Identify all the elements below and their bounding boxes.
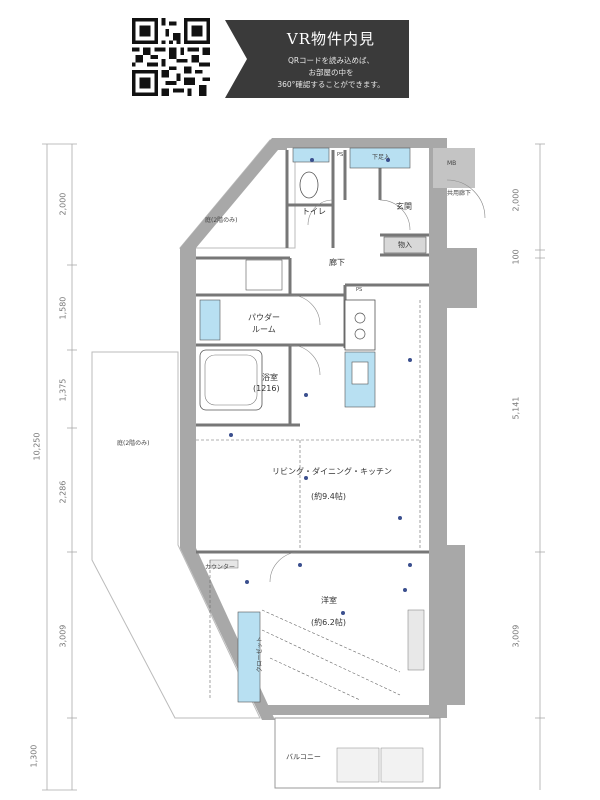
room-counter: カウンター bbox=[205, 564, 236, 571]
dim-right-1: 2,000 bbox=[511, 188, 521, 212]
vr-line-2: お部屋の中を bbox=[308, 68, 354, 77]
room-bath-1: 浴室 bbox=[262, 373, 278, 382]
balcony-outline bbox=[274, 717, 441, 789]
vr-banner[interactable]: VR物件内見 QRコードを読み込めば、 お部屋の中を 360°確認することができ… bbox=[225, 20, 409, 98]
dimension-lines bbox=[42, 143, 545, 791]
room-western-2: (約6.2帖) bbox=[311, 618, 346, 627]
vr-line-3: 360°確認することができます。 bbox=[277, 80, 385, 89]
room-powder-1: パウダー bbox=[248, 313, 280, 322]
room-closet: クローゼット bbox=[256, 636, 264, 673]
vr-banner-background bbox=[225, 20, 409, 98]
qr-code-icon bbox=[132, 18, 210, 96]
dim-right-2: 100 bbox=[511, 249, 521, 265]
room-shared-hall: 共用廊下 bbox=[447, 190, 472, 197]
door-swings bbox=[269, 179, 486, 583]
dim-left-4: 2,286 bbox=[58, 480, 68, 504]
dim-right-4: 3,009 bbox=[511, 624, 521, 648]
fixtures bbox=[199, 147, 427, 703]
dim-left-total: 10,250 bbox=[32, 432, 42, 461]
dim-right-3: 5,141 bbox=[511, 396, 521, 420]
vr-title: VR物件内見 bbox=[286, 30, 376, 48]
room-storage: 物入 bbox=[398, 241, 412, 249]
electrical-outlets bbox=[229, 158, 412, 615]
dashed-lines bbox=[196, 300, 421, 701]
room-ldk-2: (約9.4帖) bbox=[311, 492, 346, 501]
room-garden-top: 庭(2階のみ) bbox=[205, 217, 238, 224]
label-ps-2: PS bbox=[356, 287, 363, 293]
room-ldk-1: リビング・ダイニング・キッチン bbox=[272, 467, 392, 476]
dim-left-5: 3,009 bbox=[58, 624, 68, 648]
room-balcony: バルコニー bbox=[286, 753, 321, 761]
vr-line-1: QRコードを読み込めば、 bbox=[287, 56, 375, 65]
dim-left-1: 2,000 bbox=[58, 192, 68, 216]
garden-left-outline bbox=[91, 351, 261, 719]
room-toilet: トイレ bbox=[302, 207, 326, 216]
dim-left-6: 1,300 bbox=[29, 744, 39, 768]
room-garden-left: 庭(2階のみ) bbox=[117, 440, 150, 447]
dim-left-2: 1,580 bbox=[58, 296, 68, 320]
walls bbox=[180, 138, 477, 720]
room-western-1: 洋室 bbox=[321, 596, 337, 605]
room-powder-2: ルーム bbox=[252, 325, 276, 334]
room-corridor: 廊下 bbox=[329, 258, 345, 267]
room-bath-2: (1216) bbox=[253, 384, 280, 393]
label-mb: MB bbox=[447, 160, 457, 167]
room-entrance: 玄関 bbox=[396, 202, 412, 211]
dim-left-3: 1,375 bbox=[58, 378, 68, 402]
label-shoe-box: 下足入 bbox=[372, 154, 391, 161]
label-ps-1: PS bbox=[337, 152, 344, 158]
